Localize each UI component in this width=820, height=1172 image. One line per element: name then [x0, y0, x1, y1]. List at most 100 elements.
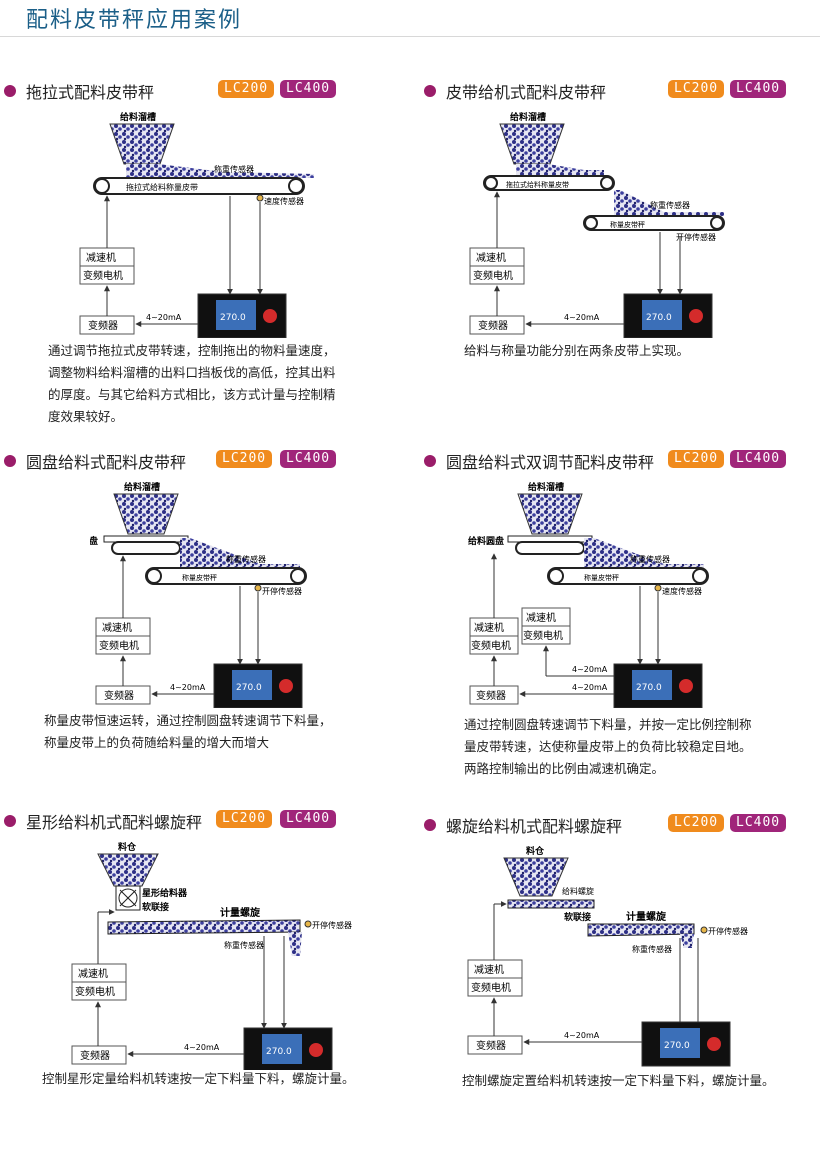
controller-readout: 270.0: [236, 683, 262, 693]
case-title: 圆盘给料式双调节配料皮带秤: [446, 453, 655, 472]
controller-readout: 270.0: [646, 313, 672, 323]
label-inverter: 变频器: [88, 319, 118, 332]
bullet-dot-icon: [4, 815, 16, 827]
case-title: 星形给料机式配料螺旋秤: [26, 813, 203, 832]
desc-line: 通过控制圆盘转速调节下料量，并按一定比例控制称: [464, 717, 752, 732]
label-joint: 软联接: [564, 911, 591, 923]
label-weigh-sensor: 称重传感器: [214, 164, 254, 174]
label-motor: 变频电机: [75, 985, 115, 998]
desc-line: 给料与称量功能分别在两条皮带上实现。: [464, 343, 690, 358]
controller-keypad-icon: [707, 1037, 721, 1051]
label-signal: 4~20mA: [564, 1031, 600, 1040]
controller-keypad-icon: [679, 679, 693, 693]
label-speed-sensor: 开停传感器: [708, 926, 748, 936]
controller-readout: 270.0: [664, 1041, 690, 1051]
case-header: 皮带给机式配料皮带秤 LC200 LC400: [424, 78, 820, 104]
controller-keypad-icon: [263, 309, 277, 323]
case-description: 给料与称量功能分别在两条皮带上实现。: [464, 340, 689, 362]
desc-line: 量皮带转速，达使称量皮带上的负荷比较稳定目地。: [464, 739, 752, 754]
label-signal: 4~20mA: [184, 1043, 220, 1052]
badge-lc400: LC400: [730, 814, 787, 832]
badge-lc400: LC400: [280, 810, 337, 828]
label-hopper: 料仓: [118, 841, 137, 853]
bullet-dot-icon: [4, 85, 16, 97]
label-reducer: 减速机: [474, 621, 504, 634]
label-hopper: 给料溜槽: [120, 111, 156, 123]
desc-line: 称量皮带恒速运转，通过控制圆盘转速调节下料量，: [44, 713, 332, 728]
bullet-dot-icon: [424, 455, 436, 467]
case-header: 星形给料机式配料螺旋秤 LC200 LC400: [4, 808, 404, 834]
controller-keypad-icon: [689, 309, 703, 323]
label-motor: 变频电机: [473, 269, 513, 282]
case-belt-feeder: 皮带给机式配料皮带秤 LC200 LC400 给料溜槽 拖拉式给料称量皮带 称量…: [424, 78, 814, 438]
label-hopper: 给料溜槽: [528, 481, 564, 493]
label-reducer: 减速机: [474, 963, 504, 976]
diagram-star-feeder: 料仓 星形给料器 软联接 计量螺旋 开停传感器 称重传感器 减速机 变频电机 变…: [71, 841, 352, 1070]
desc-line: 控制星形定量给料机转速按一定下料量下料，螺旋计量。: [42, 1071, 355, 1086]
label-motor: 变频电机: [99, 639, 139, 652]
controller-keypad-icon: [279, 679, 293, 693]
label-joint: 软联接: [142, 901, 169, 913]
label-signal: 4~20mA: [146, 313, 182, 322]
label-signal: 4~20mA: [564, 313, 600, 322]
case-description: 通过控制圆盘转速调节下料量，并按一定比例控制称 量皮带转速，达使称量皮带上的负荷…: [464, 714, 752, 780]
label-motor: 变频电机: [83, 269, 123, 282]
label-hopper: 给料溜槽: [510, 111, 546, 123]
label-reducer: 减速机: [102, 621, 132, 634]
diagram-screw-feeder: 料仓 给料螺旋 软联接 计量螺旋 开停传感器 称重传感器 减速机 变频电机 变频…: [467, 845, 748, 1067]
label-weigh-sensor: 称重传感器: [632, 944, 672, 954]
case-drag-belt: 拖拉式配料皮带秤 LC200 LC400 给料溜槽 拖拉式给料称量皮带 称重传感…: [4, 78, 394, 438]
screw-conveyor: [107, 919, 301, 935]
badge-lc200: LC200: [668, 80, 725, 98]
speed-sensor-icon: [254, 584, 262, 592]
label-inverter: 变频器: [80, 1049, 110, 1062]
label-weigh-sensor: 称重传感器: [630, 554, 670, 564]
label-signal: 4~20mA: [170, 683, 206, 692]
screw-conveyor: [587, 923, 695, 937]
page-title: 配料皮带秤应用案例: [26, 8, 243, 33]
speed-sensor-icon: [256, 194, 264, 202]
page-header: 配料皮带秤应用案例: [0, 0, 820, 37]
bullet-dot-icon: [424, 85, 436, 97]
desc-line: 控制螺旋定置给料机转速按一定下料量下料，螺旋计量。: [462, 1073, 775, 1088]
controller-keypad-icon: [309, 1043, 323, 1057]
case-title: 螺旋给料机式配料螺旋秤: [446, 817, 623, 836]
speed-sensor-icon: [304, 920, 312, 928]
case-header: 圆盘给料式配料皮带秤 LC200 LC400: [4, 448, 404, 474]
label-inverter: 变频器: [476, 689, 506, 702]
hopper-shape: [109, 123, 175, 165]
bullet-dot-icon: [4, 455, 16, 467]
badge-lc400: LC400: [280, 450, 337, 468]
badge-lc400: LC400: [730, 80, 787, 98]
label-feeder: 给料螺旋: [562, 886, 594, 896]
case-header: 螺旋给料机式配料螺旋秤 LC200 LC400: [424, 812, 820, 838]
label-screw: 计量螺旋: [626, 910, 667, 923]
case-description: 通过调节拖拉式皮带转速，控制拖出的物料量速度， 调整物料给料溜槽的出料口挡板伐的…: [48, 340, 336, 428]
label-hopper: 料仓: [526, 845, 545, 857]
label-speed-sensor: 开停传感器: [262, 586, 302, 596]
label-disc: 给料圆盘: [468, 535, 504, 547]
bullet-dot-icon: [424, 819, 436, 831]
controller-readout: 270.0: [266, 1047, 292, 1057]
desc-line: 通过调节拖拉式皮带转速，控制拖出的物料量速度，: [48, 343, 336, 358]
belt-shape: [145, 567, 307, 585]
label-reducer: 减速机: [78, 967, 108, 980]
label-signal-2: 4~20mA: [572, 665, 608, 674]
case-description: 称量皮带恒速运转，通过控制圆盘转速调节下料量， 称量皮带上的负荷随给料量的增大而…: [44, 710, 332, 754]
motor-box: [79, 265, 135, 285]
badge-lc400: LC400: [280, 80, 337, 98]
weigh-belt: [583, 215, 725, 231]
label-reducer: 减速机: [86, 251, 116, 264]
desc-line: 称量皮带上的负荷随给料量的增大而增大: [44, 735, 270, 750]
label-motor-2: 变频电机: [523, 629, 563, 642]
case-header: 圆盘给料式双调节配料皮带秤 LC200 LC400: [424, 448, 820, 474]
case-description: 控制星形定量给料机转速按一定下料量下料，螺旋计量。: [42, 1068, 355, 1090]
label-weigh-sensor: 称重传感器: [226, 554, 266, 564]
belt-roller-right: [288, 178, 304, 194]
controller-readout: 270.0: [220, 313, 246, 323]
label-disc: 给料圆盘: [90, 535, 98, 547]
label-hopper: 给料溜槽: [124, 481, 160, 493]
badge-lc200: LC200: [216, 810, 273, 828]
label-inverter: 变频器: [104, 689, 134, 702]
label-feeder: 星形给料器: [142, 887, 188, 899]
